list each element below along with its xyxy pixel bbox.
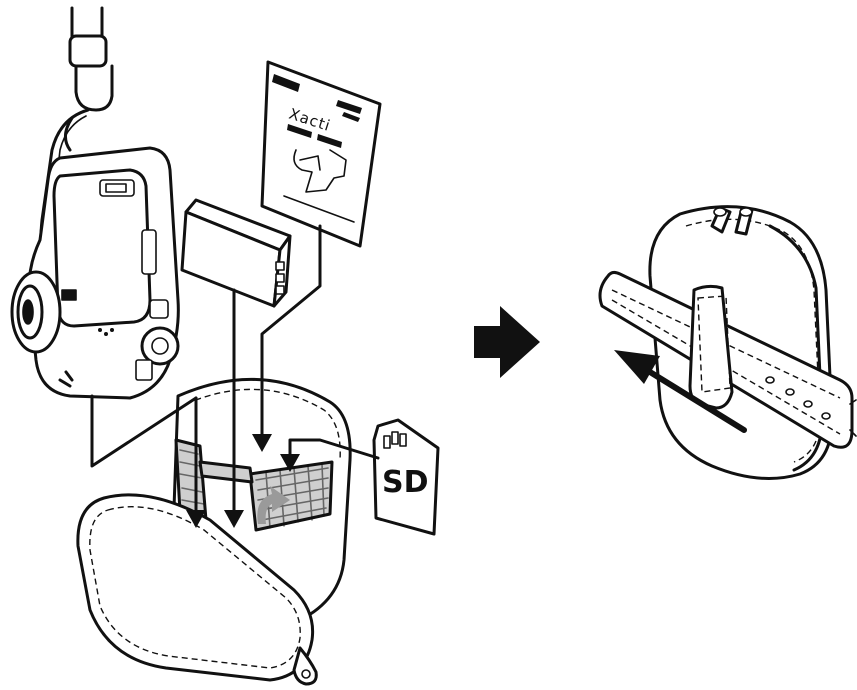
- camcorder: [10, 146, 180, 400]
- packing-scene: Xacti SD: [10, 6, 440, 686]
- belt-mount-scene: [598, 205, 857, 480]
- left-arrow-icon: [614, 350, 747, 433]
- down-arrow-icon: [224, 510, 244, 528]
- right-arrow-icon: [474, 306, 540, 378]
- instruction-manual: Xacti: [260, 60, 382, 248]
- down-arrow-icon: [252, 434, 272, 452]
- sd-card: SD: [372, 418, 440, 536]
- battery-pack: [180, 198, 292, 308]
- insert-arrows: [186, 434, 300, 528]
- open-case: [76, 377, 352, 686]
- sd-card-label: SD: [382, 465, 429, 500]
- down-arrow-icon: [280, 454, 300, 472]
- down-arrow-icon: [186, 510, 206, 528]
- guide-lines: [90, 224, 380, 514]
